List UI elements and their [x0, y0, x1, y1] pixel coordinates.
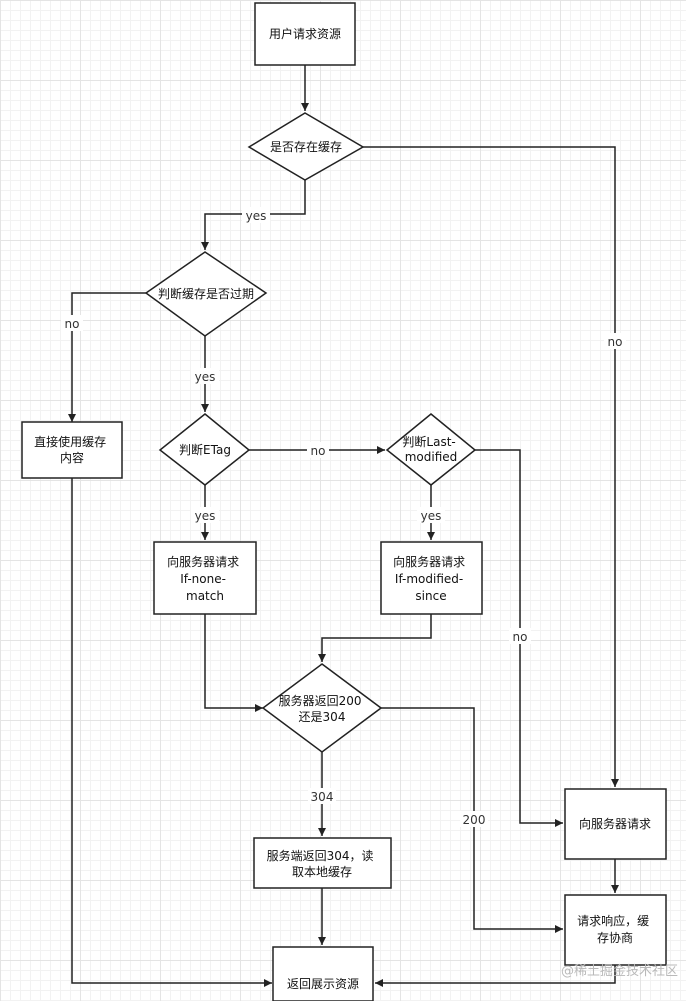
box-request-if-none-match [153, 541, 257, 615]
diamond-server-returns [261, 663, 383, 753]
diamond-check-etag [158, 413, 251, 486]
label-expired-no: no [65, 317, 80, 331]
label-lastmod-yes: yes [421, 509, 442, 523]
box-request-resource [254, 2, 356, 66]
text-check-etag: 判断ETag [179, 442, 231, 457]
process-nodes [21, 2, 667, 1001]
edge-use-cache-to-return [71, 478, 272, 987]
text-request-server: 向服务器请求 [579, 816, 651, 831]
edge-response-to-return [375, 965, 616, 987]
diamond-cache-expired [144, 251, 268, 337]
box-use-cache-directly [21, 421, 123, 479]
text-server-304-local-cache: 服务端返回304，读 取本地缓存 [267, 848, 378, 879]
text-use-cache-directly: 直接使用缓存 内容 [34, 434, 110, 465]
label-exists-yes: yes [246, 209, 267, 223]
text-request-resource: 用户请求资源 [269, 26, 341, 41]
label-expired-yes: yes [195, 370, 216, 384]
edge-labels: yes no no yes no yes yes no 304 200 [61, 207, 626, 827]
decision-nodes [144, 112, 477, 753]
edge-expired-no-to-use-cache [68, 292, 146, 422]
label-lastmod-no: no [513, 630, 528, 644]
label-etag-no: no [311, 444, 326, 458]
box-request-if-modified-since [380, 541, 483, 615]
box-response-cache-negotiation [564, 894, 667, 966]
text-cache-exists: 是否存在缓存 [270, 140, 342, 154]
label-exists-no: no [608, 335, 623, 349]
text-request-if-none-match: 向服务器请求 If-none- match [167, 554, 243, 603]
label-304: 304 [311, 790, 334, 804]
text-response-cache-negotiation: 请求响应，缓 存协商 [577, 913, 653, 945]
text-cache-expired: 判断缓存是否过期 [158, 286, 254, 301]
watermark: @稀土掘金技术社区 [561, 963, 678, 979]
diamond-check-last-modified [385, 413, 477, 486]
text-request-if-modified-since: 向服务器请求 If-modified- since [393, 554, 469, 603]
box-request-server [564, 788, 667, 860]
edge-if-none-match-to-server-returns [204, 614, 263, 712]
edge-exists-no-to-request-server [363, 146, 619, 787]
diamond-cache-exists [247, 112, 365, 181]
edge-if-modified-since-to-server-returns [318, 614, 432, 662]
label-200: 200 [463, 813, 486, 827]
text-server-returns: 服务器返回200 还是304 [279, 693, 366, 724]
node-texts: 用户请求资源 是否存在缓存 判断缓存是否过期 直接使用缓存 内容 判断ETag … [34, 26, 653, 991]
label-etag-yes: yes [195, 509, 216, 523]
box-return-display [272, 946, 374, 1001]
text-check-last-modified: 判断Last- modified [402, 434, 459, 464]
text-return-display: 返回展示资源 [287, 977, 359, 991]
box-server-304-local-cache [253, 837, 392, 889]
